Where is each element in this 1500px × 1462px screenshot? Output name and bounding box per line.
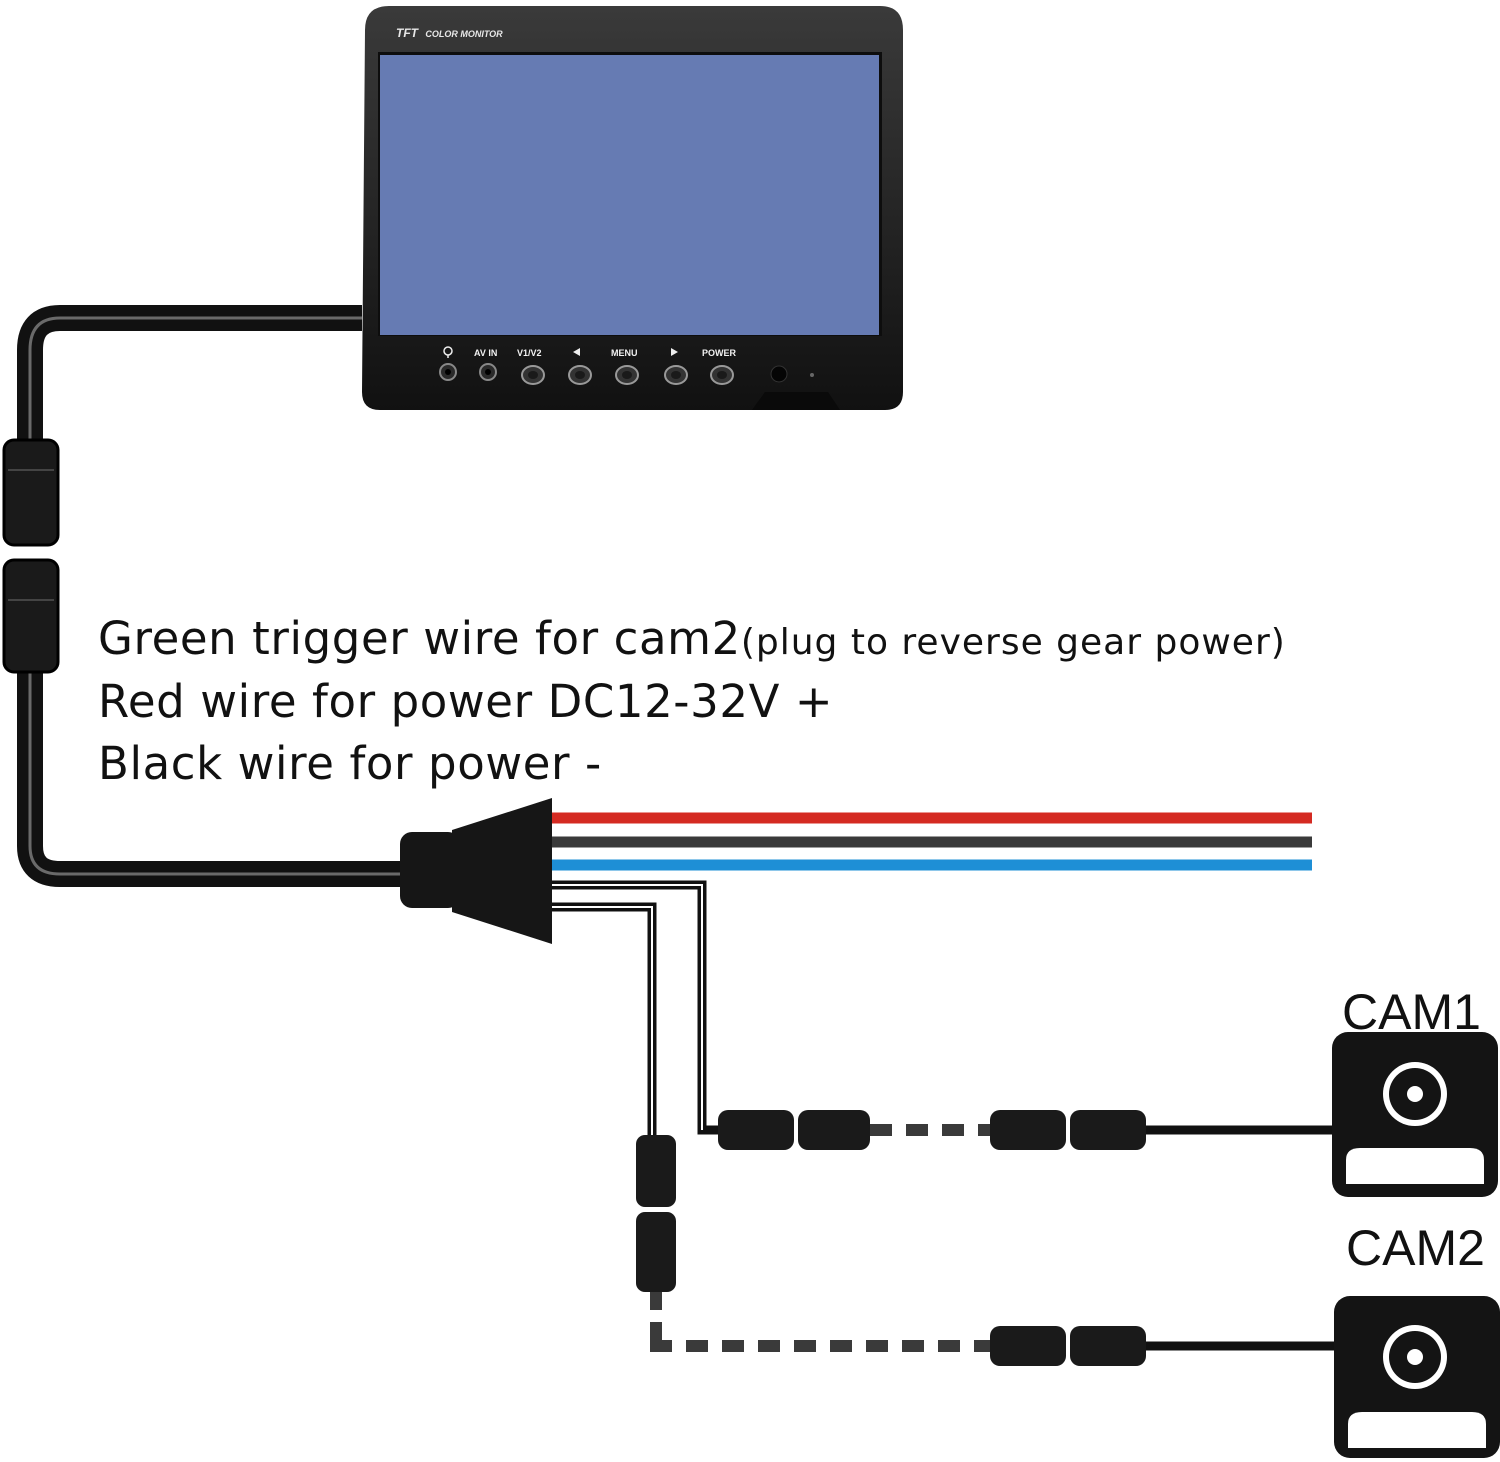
- tft-monitor: TFT COLOR MONITOR AV IN V1/V2 MENU POWER: [362, 6, 903, 410]
- v1v2-button[interactable]: [521, 365, 545, 385]
- monitor-screen: [380, 55, 879, 335]
- power-led: [810, 373, 814, 377]
- cam2-cable: [552, 902, 657, 1135]
- cam2-camera-icon: [1334, 1296, 1500, 1458]
- cam2-label: CAM2: [1346, 1220, 1485, 1276]
- right-arrow-icon: [671, 348, 678, 356]
- v1v2-label: V1/V2: [517, 348, 542, 358]
- power-wire-instruction: Red wire for power DC12-32V +: [98, 675, 834, 728]
- monitor-stand: [752, 392, 840, 410]
- cam1-camera-icon: [1332, 1032, 1498, 1197]
- cam1-extension: [718, 1110, 1332, 1150]
- cam1-label: CAM1: [1342, 984, 1481, 1040]
- trigger-wire-instruction: Green trigger wire for cam2(plug to reve…: [98, 612, 1286, 665]
- cam1-cable: [552, 880, 725, 1135]
- menu-button[interactable]: [615, 365, 639, 385]
- av-in-label: AV IN: [474, 348, 497, 358]
- main-cable: [17, 305, 405, 887]
- ir-sensor: [770, 365, 788, 383]
- power-label: POWER: [702, 348, 737, 358]
- monitor-brand-tft: TFT: [396, 26, 420, 40]
- monitor-brand-text: COLOR MONITOR: [425, 29, 503, 39]
- left-arrow-icon: [573, 348, 580, 356]
- ground-wire-instruction: Black wire for power -: [98, 737, 602, 790]
- av-in-jack[interactable]: [479, 363, 497, 381]
- cam2-extension: [636, 1135, 1334, 1366]
- splitter-connector: [400, 798, 552, 944]
- power-button[interactable]: [710, 365, 734, 385]
- right-button[interactable]: [664, 365, 688, 385]
- menu-label: MENU: [611, 348, 638, 358]
- svg-text:TFT COLOR MONITOR: TFT COLOR MONITOR: [396, 26, 503, 40]
- trigger-wire-note: (plug to reverse gear power): [740, 622, 1286, 663]
- main-cable-connector: [2, 438, 60, 674]
- left-button[interactable]: [568, 365, 592, 385]
- headphone-jack[interactable]: [439, 363, 457, 381]
- main-cable-highlight: [28, 316, 405, 876]
